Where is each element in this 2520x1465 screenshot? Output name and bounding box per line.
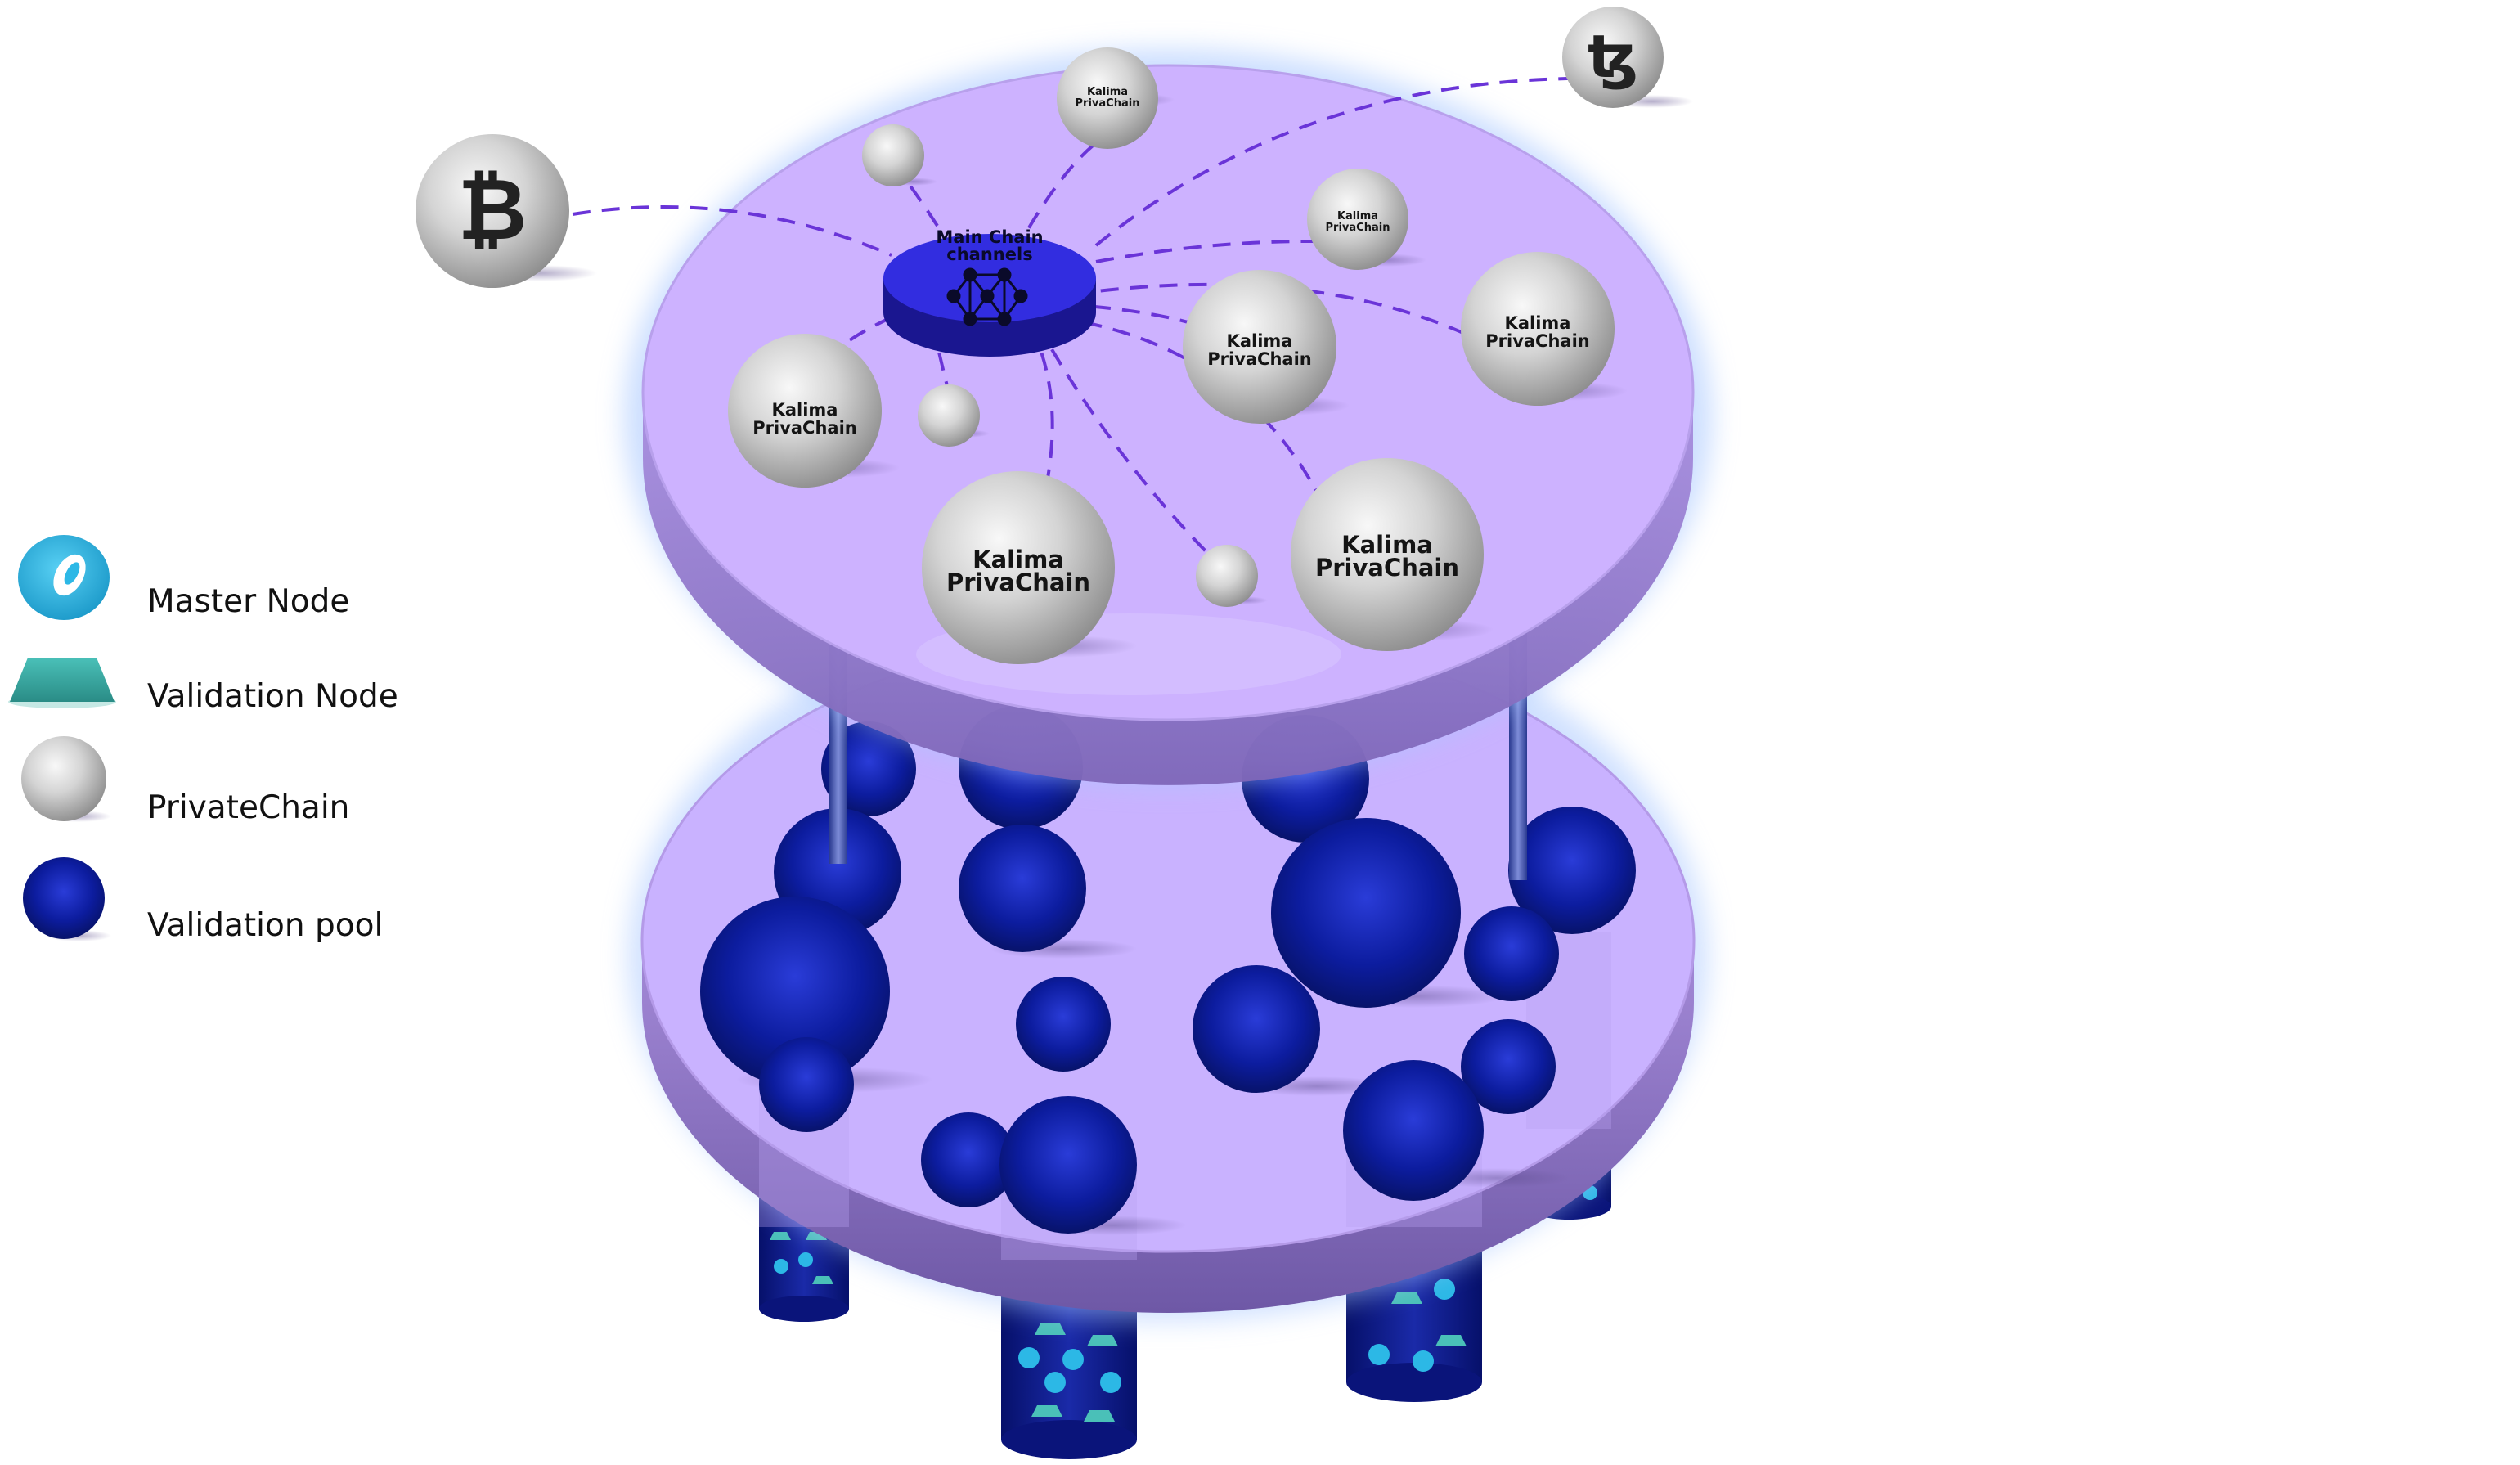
private-chain-sphere[interactable]: Kalima PrivaChain <box>1183 270 1336 424</box>
master-node-icon <box>1100 1372 1121 1393</box>
validation-node-icon <box>770 1232 791 1240</box>
legend-item-private-chain: PrivateChain <box>21 736 349 826</box>
svg-text:PrivaChain: PrivaChain <box>1076 97 1140 110</box>
network-mesh-icon <box>946 267 1028 326</box>
master-node-icon <box>1018 1347 1040 1368</box>
validation-pool-sphere <box>921 1112 1016 1207</box>
connector-bitcoin <box>572 205 892 257</box>
master-node-icon <box>1434 1279 1455 1300</box>
validation-pool-sphere <box>1271 818 1461 1008</box>
validation-node-icon <box>8 658 116 708</box>
validation-node-icon <box>1084 1410 1115 1422</box>
private-chain-spheres: Kalima PrivaChain Kalima PrivaChain Kali… <box>728 47 1628 664</box>
legend-label-validation-node: Validation Node <box>147 678 398 715</box>
master-node-icon <box>18 535 110 620</box>
tezos-node[interactable]: ꜩ <box>1562 7 1693 108</box>
legend-item-validation-node: Validation Node <box>8 658 398 715</box>
legend-label-private-chain: PrivateChain <box>147 789 349 826</box>
validation-node-icon <box>1087 1335 1118 1346</box>
private-chain-sphere[interactable]: Kalima PrivaChain <box>728 334 882 488</box>
master-node-icon <box>1044 1372 1066 1393</box>
connector-bottom-small <box>1035 323 1220 566</box>
master-node-icon <box>798 1252 813 1267</box>
private-chain-sphere[interactable]: Kalima PrivaChain <box>1461 252 1615 406</box>
legend-item-master-node: Master Node <box>18 535 349 620</box>
validation-pool-sphere <box>1343 1060 1484 1201</box>
hub-title-line1: Main Chain <box>936 227 1043 247</box>
private-chain-sphere-small <box>918 384 980 447</box>
svg-text:Kalima: Kalima <box>772 400 838 420</box>
svg-text:Kalima: Kalima <box>1505 313 1571 333</box>
validation-node-icon <box>1035 1323 1066 1335</box>
master-node-icon <box>774 1259 788 1274</box>
validation-pool-sphere <box>1464 906 1559 1001</box>
validation-node-icon <box>1435 1335 1467 1346</box>
validation-pool-sphere <box>1461 1019 1556 1114</box>
svg-text:Kalima: Kalima <box>1337 210 1378 222</box>
validation-node-icon <box>1031 1405 1062 1417</box>
connector-tezos <box>1094 76 1604 247</box>
private-chain-sphere[interactable]: Kalima PrivaChain <box>1291 458 1484 651</box>
svg-text:PrivaChain: PrivaChain <box>752 418 857 438</box>
validation-pool-sphere <box>759 1037 854 1132</box>
connector-top-center <box>1013 134 1107 254</box>
svg-text:PrivaChain: PrivaChain <box>1315 554 1459 582</box>
master-node-icon <box>1368 1344 1390 1365</box>
private-chain-sphere-small <box>1196 545 1258 607</box>
validation-pool-sphere <box>700 897 890 1086</box>
svg-text:PrivaChain: PrivaChain <box>946 568 1090 596</box>
private-chain-icon <box>21 736 111 822</box>
svg-text:Kalima: Kalima <box>1087 86 1128 98</box>
private-chain-sphere-small <box>862 124 924 186</box>
legend-item-validation-pool: Validation pool <box>23 857 383 944</box>
validation-pool-sphere <box>1016 977 1111 1072</box>
legend-label-validation-pool: Validation pool <box>147 907 383 944</box>
svg-text:PrivaChain: PrivaChain <box>1207 349 1312 369</box>
validation-pool-sphere <box>1193 965 1320 1093</box>
validation-node-icon <box>812 1276 833 1284</box>
svg-text:Kalima: Kalima <box>1227 331 1293 351</box>
svg-text:Kalima: Kalima <box>1341 531 1433 559</box>
validation-pool-sphere <box>1508 807 1636 934</box>
private-chain-sphere[interactable]: Kalima PrivaChain <box>1057 47 1158 149</box>
legend-label-master-node: Master Node <box>147 583 349 620</box>
master-node-icon <box>1062 1349 1084 1370</box>
bitcoin-icon: ₿ <box>458 160 528 259</box>
connector-bottom-right <box>1054 316 1327 508</box>
validation-pool-sphere <box>959 825 1086 952</box>
hub-title-line2: channels <box>946 245 1032 264</box>
svg-text:PrivaChain: PrivaChain <box>1326 222 1390 234</box>
tezos-icon: ꜩ <box>1588 22 1638 91</box>
validation-pool-icon <box>23 857 111 941</box>
connector-bottom-center <box>1029 325 1054 483</box>
validation-pool-spheres <box>700 705 1636 1234</box>
private-chain-sphere[interactable]: Kalima PrivaChain <box>1307 169 1408 270</box>
validation-pool-platform <box>628 593 1708 1321</box>
bitcoin-node[interactable]: ₿ <box>416 134 597 288</box>
validation-node-icon <box>1391 1292 1422 1304</box>
private-chain-sphere[interactable]: Kalima PrivaChain <box>922 471 1115 664</box>
validation-pool-sphere <box>999 1096 1137 1234</box>
main-chain-hub[interactable]: Main Chain channels <box>883 227 1096 357</box>
master-node-icon <box>1413 1350 1434 1372</box>
svg-text:Kalima: Kalima <box>973 546 1064 573</box>
legend: Master Node Validation Node PrivateChain… <box>8 535 398 944</box>
connector-top-right <box>1095 240 1352 263</box>
svg-text:PrivaChain: PrivaChain <box>1485 331 1590 351</box>
